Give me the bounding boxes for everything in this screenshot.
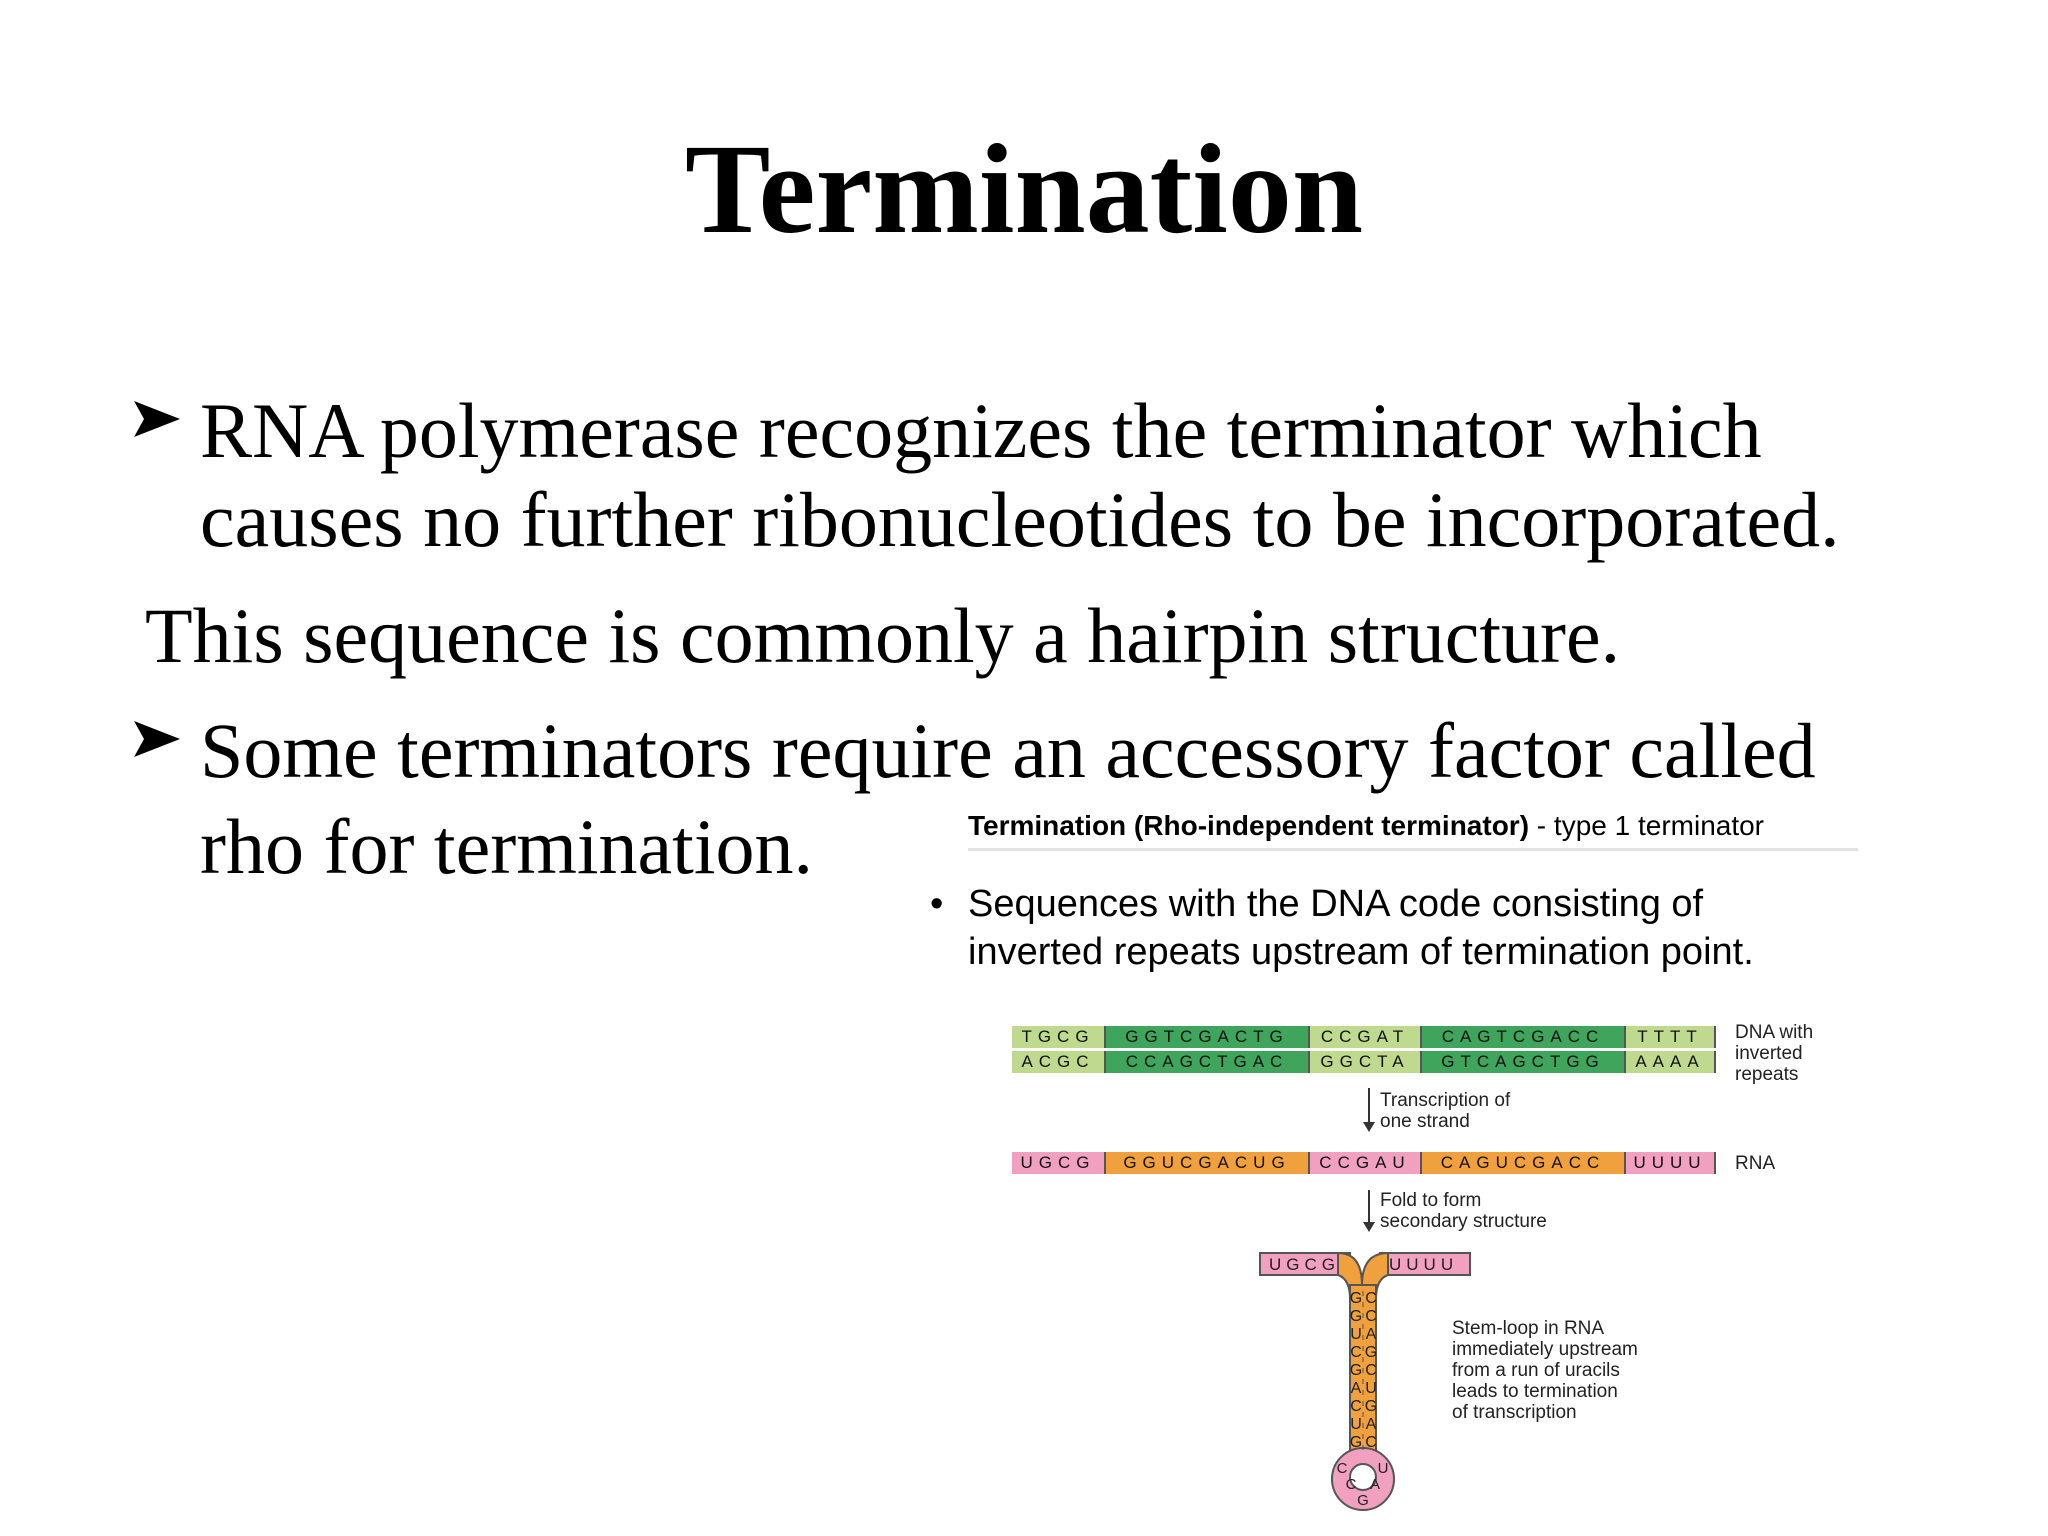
slide-title: Termination xyxy=(685,118,1363,260)
dna-label: DNA with inverted repeats xyxy=(1735,1022,1813,1085)
figure-title-bold: Termination (Rho-independent terminator) xyxy=(968,810,1530,841)
dna-top-segment: CAGTCGACC xyxy=(1422,1026,1626,1048)
dna-top-segment: GGTCGACTG xyxy=(1106,1026,1310,1048)
rna-segment: CAGUCGACC xyxy=(1422,1152,1626,1174)
rna-segment: CCGAU xyxy=(1310,1152,1422,1174)
stem-right-base: A xyxy=(1366,1326,1377,1343)
rna-segment: GGUCGACUG xyxy=(1106,1152,1310,1174)
bullet-2-line-1: Some terminators require an accessory fa… xyxy=(200,707,1816,794)
stem-right-base: U xyxy=(1365,1380,1377,1397)
stem-right-base: G xyxy=(1365,1344,1377,1361)
dna-label-line: DNA with xyxy=(1735,1022,1814,1043)
stem-loop-note: Stem-loop in RNA immediately upstream fr… xyxy=(1452,1318,1638,1423)
transcription-label-line: one strand xyxy=(1380,1111,1470,1132)
stem-left-base: G xyxy=(1350,1290,1362,1307)
down-arrow-icon xyxy=(1363,1122,1375,1132)
arrow-bullet-icon xyxy=(134,401,180,437)
fold-label: Fold to form secondary structure xyxy=(1380,1190,1547,1232)
arrow-bullet-icon xyxy=(134,721,180,757)
dna-top-segment: TGCG xyxy=(1012,1026,1106,1048)
stem-left-base: G xyxy=(1350,1362,1362,1379)
dna-bottom-segment: AAAA xyxy=(1626,1051,1716,1073)
fold-label-line: secondary structure xyxy=(1380,1211,1547,1232)
rna-label: RNA xyxy=(1735,1153,1776,1174)
rna-segment: UUUU xyxy=(1626,1152,1716,1174)
stem-left-base: G xyxy=(1350,1434,1362,1451)
dna-label-line: repeats xyxy=(1735,1064,1799,1085)
loop-base: C xyxy=(1337,1460,1348,1477)
dna-label-line: inverted xyxy=(1735,1043,1803,1064)
figure-title: Termination (Rho-independent terminator)… xyxy=(968,804,1858,851)
dna-bottom-strand: ACGC CCAGCTGAC GGCTA GTCAGCTGG AAAA xyxy=(1012,1051,1716,1073)
stem-right-base: C xyxy=(1365,1362,1377,1379)
figure-title-rest: - type 1 terminator xyxy=(1529,810,1765,841)
fold-label-line: Fold to form xyxy=(1380,1190,1482,1211)
dna-bottom-segment: GGCTA xyxy=(1310,1051,1422,1073)
figure-bullet-line-1: Sequences with the DNA code consisting o… xyxy=(968,883,1704,925)
stem-right-base: C xyxy=(1365,1290,1377,1307)
loop-base: U xyxy=(1378,1460,1389,1477)
loop-base: G xyxy=(1357,1492,1369,1509)
stem-right-base: C xyxy=(1365,1308,1377,1325)
loop-base: C xyxy=(1346,1476,1357,1493)
dna-bottom-segment: GTCAGCTGG xyxy=(1422,1051,1626,1073)
down-arrow-icon xyxy=(1363,1222,1375,1232)
stem-left-base: G xyxy=(1350,1308,1362,1325)
stem-right-base: G xyxy=(1365,1398,1377,1415)
transcription-arrow-line xyxy=(1368,1088,1370,1124)
note-line: of transcription xyxy=(1452,1402,1577,1423)
stem-right-base: C xyxy=(1365,1434,1377,1451)
note-line: Stem-loop in RNA xyxy=(1452,1318,1605,1339)
bullet-2-line-2: rho for termination. xyxy=(200,803,813,890)
transcription-label: Transcription of one strand xyxy=(1380,1090,1510,1132)
stem-left-base: U xyxy=(1350,1416,1362,1433)
rna-strand: UGCG GGUCGACUG CCGAU CAGUCGACC UUUU xyxy=(1012,1152,1716,1174)
hairpin-loop-hole xyxy=(1349,1463,1377,1491)
note-line: immediately upstream xyxy=(1452,1339,1638,1360)
stem-left-base: C xyxy=(1350,1344,1362,1361)
bullet-dot-icon: • xyxy=(930,883,944,925)
rna-segment: UGCG xyxy=(1012,1152,1106,1174)
hairpin-statement: This sequence is commonly a hairpin stru… xyxy=(145,592,1621,679)
bullet-1-line-1: RNA polymerase recognizes the terminator… xyxy=(200,387,1762,474)
hairpin-left-tail-text: UGCG xyxy=(1269,1255,1340,1274)
dna-bottom-segment: ACGC xyxy=(1012,1051,1106,1073)
loop-base: A xyxy=(1370,1476,1380,1493)
hairpin-right-tail-text: UUUU xyxy=(1389,1255,1458,1274)
bullet-1-line-2: causes no further ribonucleotides to be … xyxy=(200,476,1840,563)
note-line: leads to termination xyxy=(1452,1381,1618,1402)
note-line: from a run of uracils xyxy=(1452,1360,1620,1381)
stem-left-base: U xyxy=(1350,1326,1362,1343)
stem-left-base: A xyxy=(1351,1380,1362,1397)
dna-bottom-segment: CCAGCTGAC xyxy=(1106,1051,1310,1073)
stem-right-base: A xyxy=(1366,1416,1377,1433)
dna-top-segment: CCGAT xyxy=(1310,1026,1422,1048)
stem-left-base: C xyxy=(1350,1398,1362,1415)
dna-top-segment: TTTT xyxy=(1626,1026,1716,1048)
transcription-label-line: Transcription of xyxy=(1380,1090,1511,1111)
dna-top-strand: TGCG GGTCGACTG CCGAT CAGTCGACC TTTT xyxy=(1012,1026,1716,1048)
figure-bullet-line-2: inverted repeats upstream of termination… xyxy=(968,931,1754,973)
fold-arrow-line xyxy=(1368,1190,1370,1224)
